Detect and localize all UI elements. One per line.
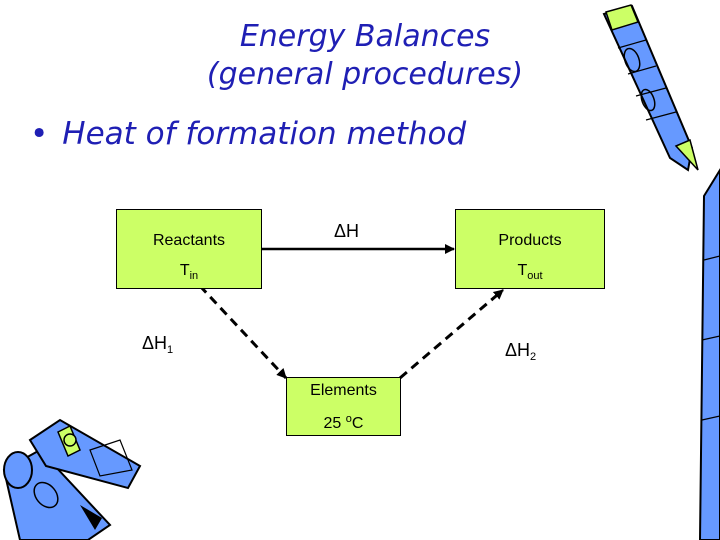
products-label: Products bbox=[498, 232, 562, 249]
delta-h1-arrow bbox=[198, 284, 288, 380]
title-line-2: (general procedures) bbox=[206, 57, 524, 92]
products-temp: Tout bbox=[517, 262, 543, 282]
pencil-icon-right-edge bbox=[698, 168, 720, 540]
reactants-temp: Tin bbox=[179, 262, 199, 282]
pencils-icon-bottom-left bbox=[2, 418, 142, 540]
reactants-label: Reactants bbox=[152, 232, 226, 249]
elements-temp: 25 oC bbox=[323, 413, 364, 432]
delta-h2-label: ΔH2 bbox=[505, 340, 537, 363]
elements-label: Elements bbox=[310, 382, 377, 399]
bullet-item: • Heat of formation method bbox=[30, 116, 466, 152]
bullet-text: Heat of formation method bbox=[62, 116, 467, 152]
products-box: Products Tout bbox=[455, 209, 605, 289]
delta-h-label: ΔH bbox=[334, 221, 360, 241]
bullet-marker: • bbox=[30, 116, 49, 152]
slide-title: Energy Balances (general procedures) bbox=[120, 18, 610, 94]
delta-h2-arrow bbox=[399, 288, 504, 380]
title-line-1: Energy Balances bbox=[239, 19, 491, 54]
pencil-icon-right bbox=[602, 4, 699, 172]
delta-h1-label: ΔH1 bbox=[142, 333, 174, 356]
reactants-box: Reactants Tin bbox=[116, 209, 262, 289]
elements-box: Elements 25 oC bbox=[286, 377, 401, 436]
